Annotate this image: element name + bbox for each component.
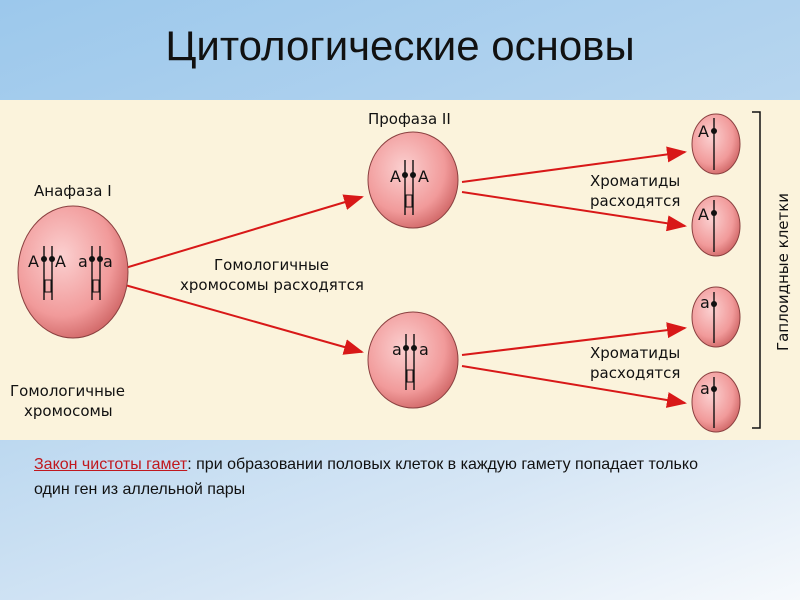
allele-label: А [698, 122, 709, 141]
allele-label: А [390, 167, 401, 186]
prophase-label: Профаза II [368, 110, 451, 128]
allele-label: А [28, 252, 39, 271]
haploid-bracket [752, 112, 760, 428]
allele-label: а [700, 293, 710, 312]
gamete-cell-3: а [692, 287, 740, 347]
allele-label: а [78, 252, 88, 271]
anaphase-label: Анафаза I [34, 182, 112, 200]
gamete-cell-1: А [692, 114, 740, 174]
chromatids-bottom-label-1: Хроматиды [590, 344, 680, 362]
homologous-diverge-label-1: Гомологичные [214, 256, 329, 274]
anaphase-cell: А А а а [18, 206, 128, 338]
allele-label: А [55, 252, 66, 271]
homologous-diverge-label-2: хромосомы расходятся [180, 276, 364, 294]
arrow-anaphase-to-bottom [125, 285, 362, 352]
allele-label: а [700, 379, 710, 398]
allele-label: а [392, 340, 402, 359]
gamete-cell-4: а [692, 372, 740, 432]
prophase-cell-bottom: а а [368, 312, 458, 408]
chromatids-top-label-1: Хроматиды [590, 172, 680, 190]
allele-label: А [698, 205, 709, 224]
gamete-purity-note: Закон чистоты гамет: при образовании пол… [34, 452, 734, 502]
chromatids-bottom-label-2: расходятся [590, 364, 680, 382]
allele-label: а [419, 340, 429, 359]
haploid-cells-label: Гаплоидные клетки [774, 193, 792, 351]
allele-label: А [418, 167, 429, 186]
gamete-cell-2: А [692, 196, 740, 256]
allele-label: а [103, 252, 113, 271]
homologous-chromosomes-label-1: Гомологичные [10, 382, 125, 400]
chromatids-top-label-2: расходятся [590, 192, 680, 210]
prophase-cell-top: А А [368, 132, 458, 228]
homologous-chromosomes-label-2: хромосомы [24, 402, 113, 420]
gamete-purity-term-link[interactable]: Закон чистоты гамет [34, 456, 187, 473]
